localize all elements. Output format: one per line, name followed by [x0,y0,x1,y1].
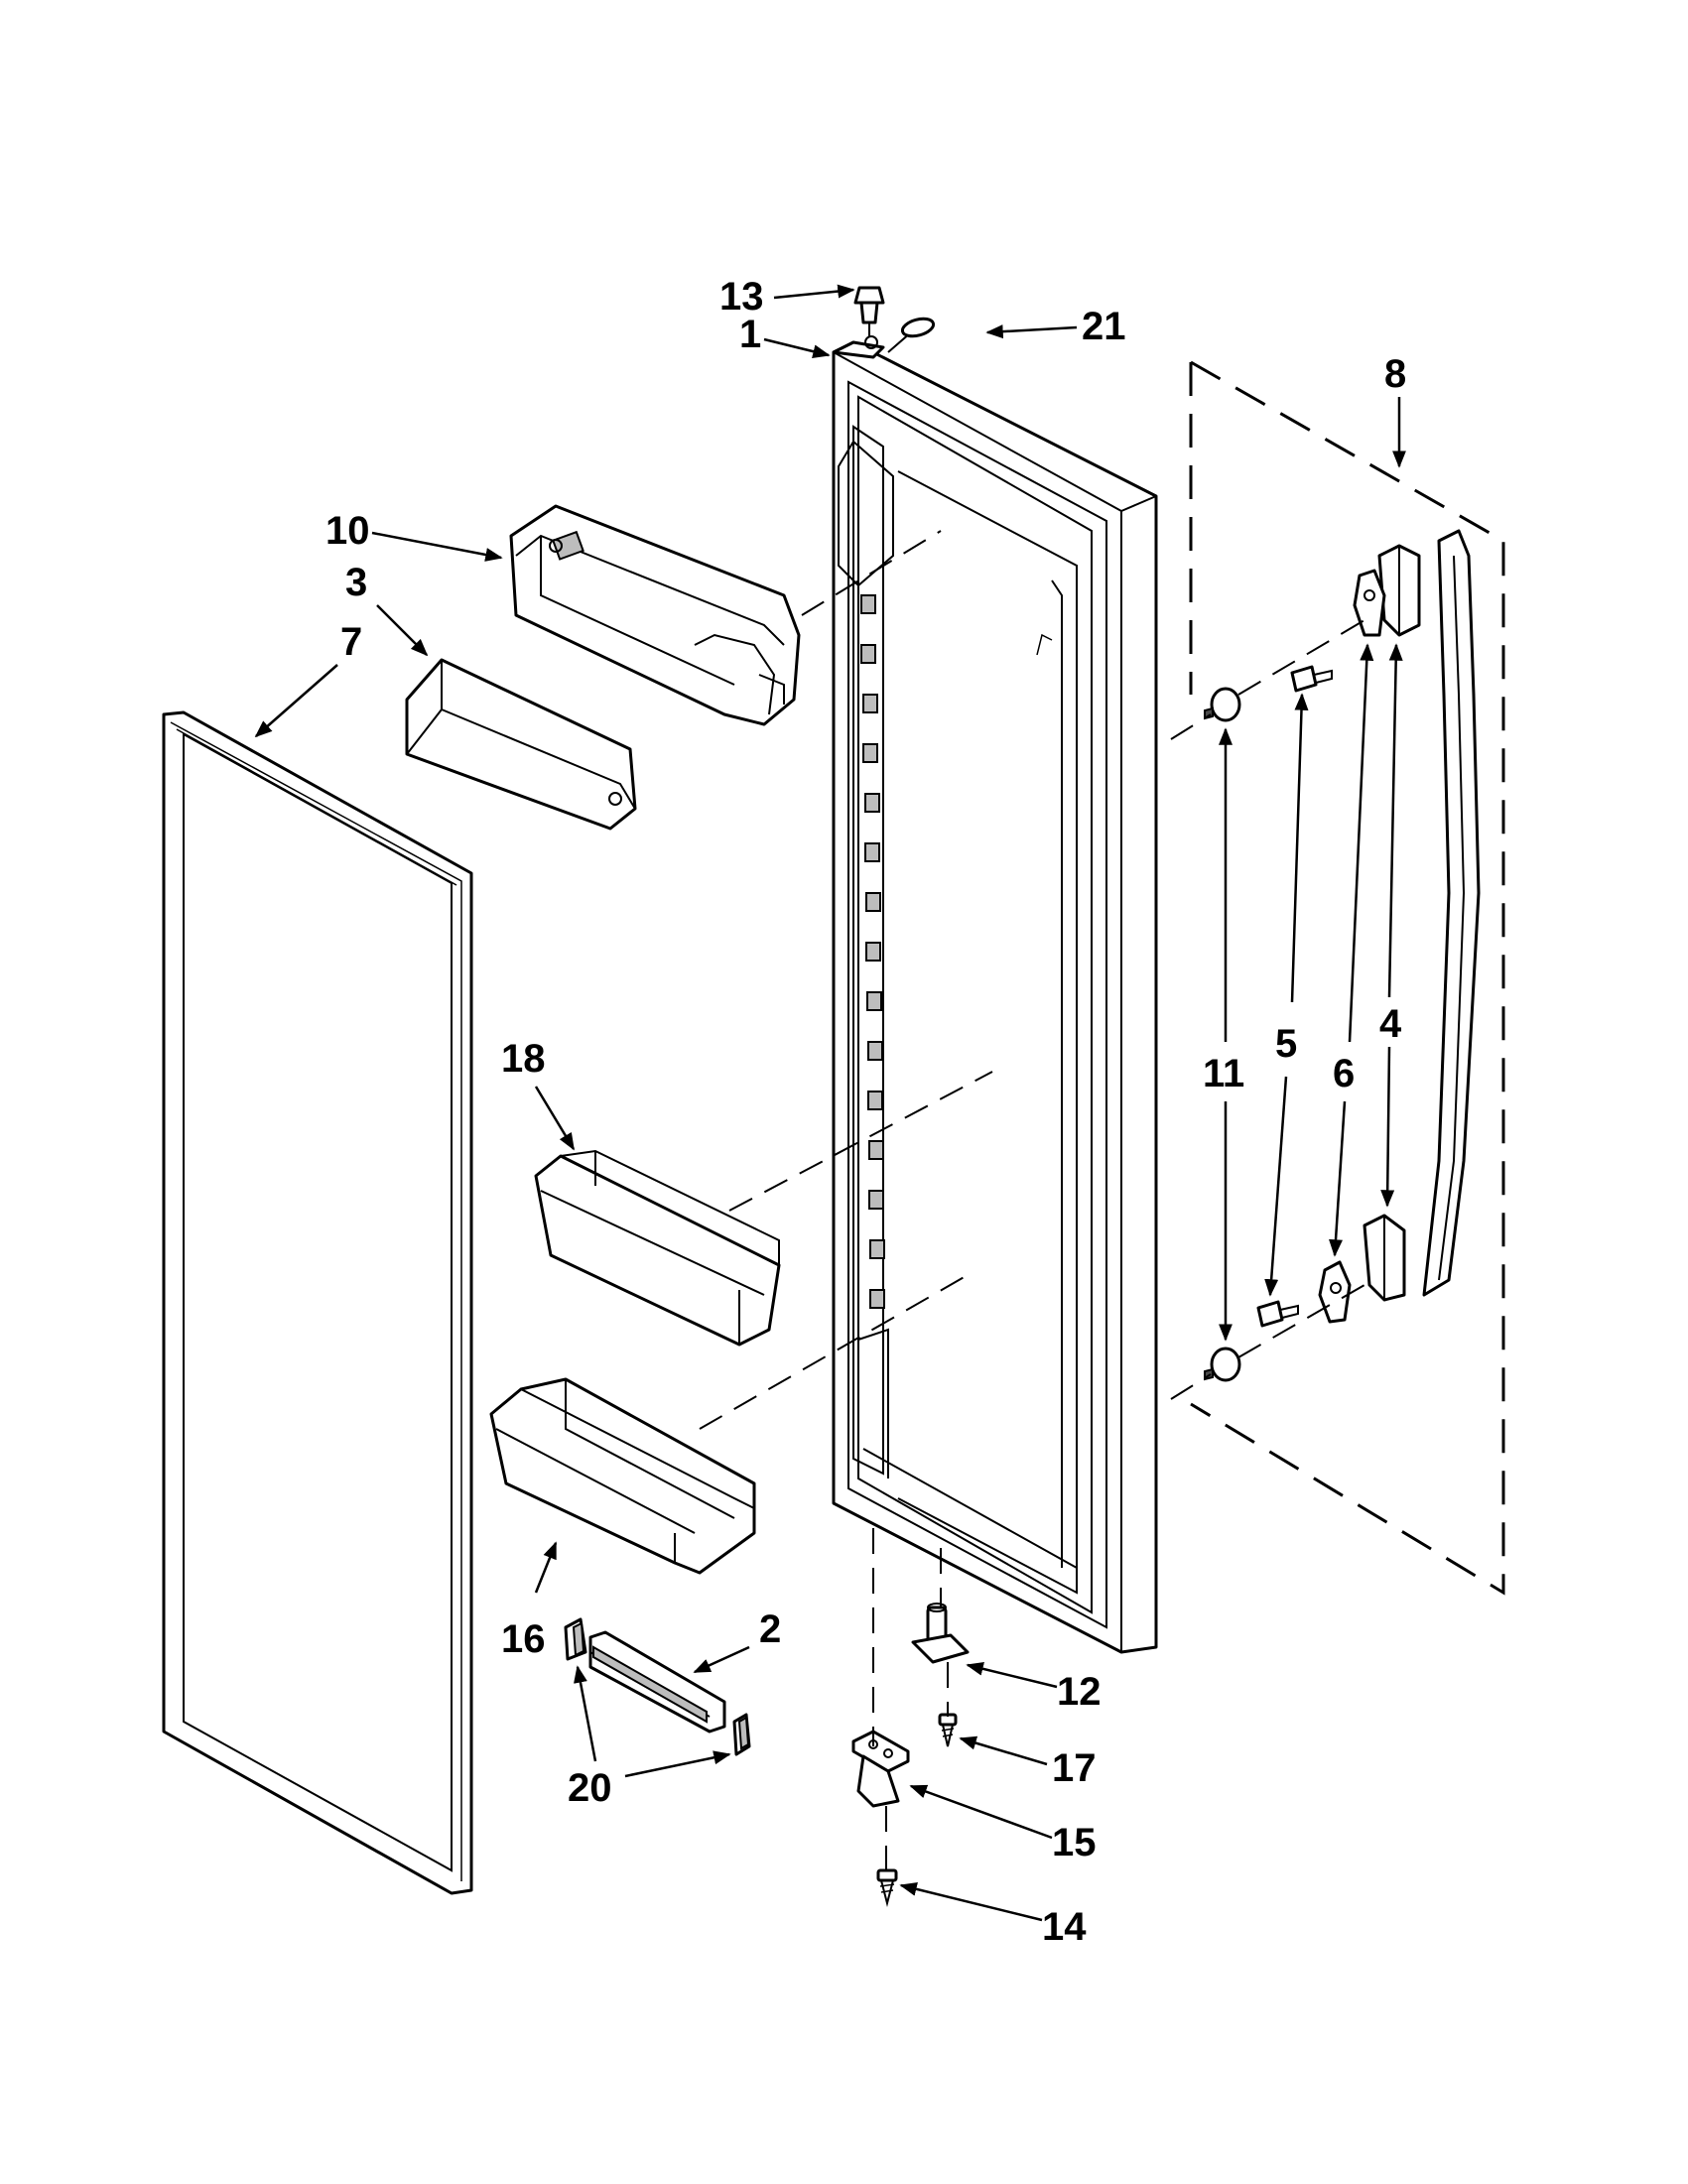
screw-part-17 [938,1713,958,1747]
callout-14: 14 [1042,1905,1087,1949]
callout-5: 5 [1275,1022,1297,1066]
assembly-lines [699,322,1365,1870]
handle-kit-part-8 [1189,360,1505,1596]
callout-6: 6 [1333,1052,1355,1095]
handle-part-4 [1363,529,1481,1302]
trim-part-2 [588,1630,726,1734]
screw-part-5 [1256,665,1333,1328]
callout-3: 3 [345,561,367,604]
plug-button-part-13 [853,286,885,324]
callout-4: 4 [1379,1002,1402,1046]
refrigerator-door-part-1 [832,335,1158,1654]
bin-slots [860,594,885,1309]
callout-7: 7 [340,620,362,664]
mounting-stud-part-11 [1204,687,1241,1382]
door-bin-part-18 [534,1149,781,1347]
leader-lines [254,284,1406,1922]
callout-1: 1 [739,313,761,356]
door-gasket-part-7 [162,710,473,1895]
callout-16: 16 [501,1617,546,1661]
washer-part-21 [900,317,936,338]
mounting-clip-part-6 [1318,569,1386,1324]
screw-part-14 [876,1868,898,1907]
callout-15: 15 [1052,1821,1097,1864]
callout-11: 11 [1203,1052,1244,1095]
callout-10: 10 [325,509,370,553]
dairy-door-part-3 [405,658,637,831]
callout-2: 2 [759,1607,781,1651]
callout-18: 18 [501,1037,546,1081]
dairy-compartment-part-10 [509,504,801,726]
callout-12: 12 [1057,1670,1102,1714]
end-cap-part-20 [564,1617,751,1756]
door-bin-part-16 [489,1377,756,1575]
callout-labels: 13 21 1 8 10 3 7 18 16 2 20 12 17 15 14 … [325,275,1406,1949]
callout-13: 13 [719,275,764,319]
hinge-pin-part-12 [911,1603,970,1664]
callout-21: 21 [1082,305,1126,348]
hinge-part-15 [851,1730,910,1808]
callout-20: 20 [568,1766,612,1810]
callout-17: 17 [1052,1746,1097,1790]
callout-8: 8 [1384,352,1406,396]
